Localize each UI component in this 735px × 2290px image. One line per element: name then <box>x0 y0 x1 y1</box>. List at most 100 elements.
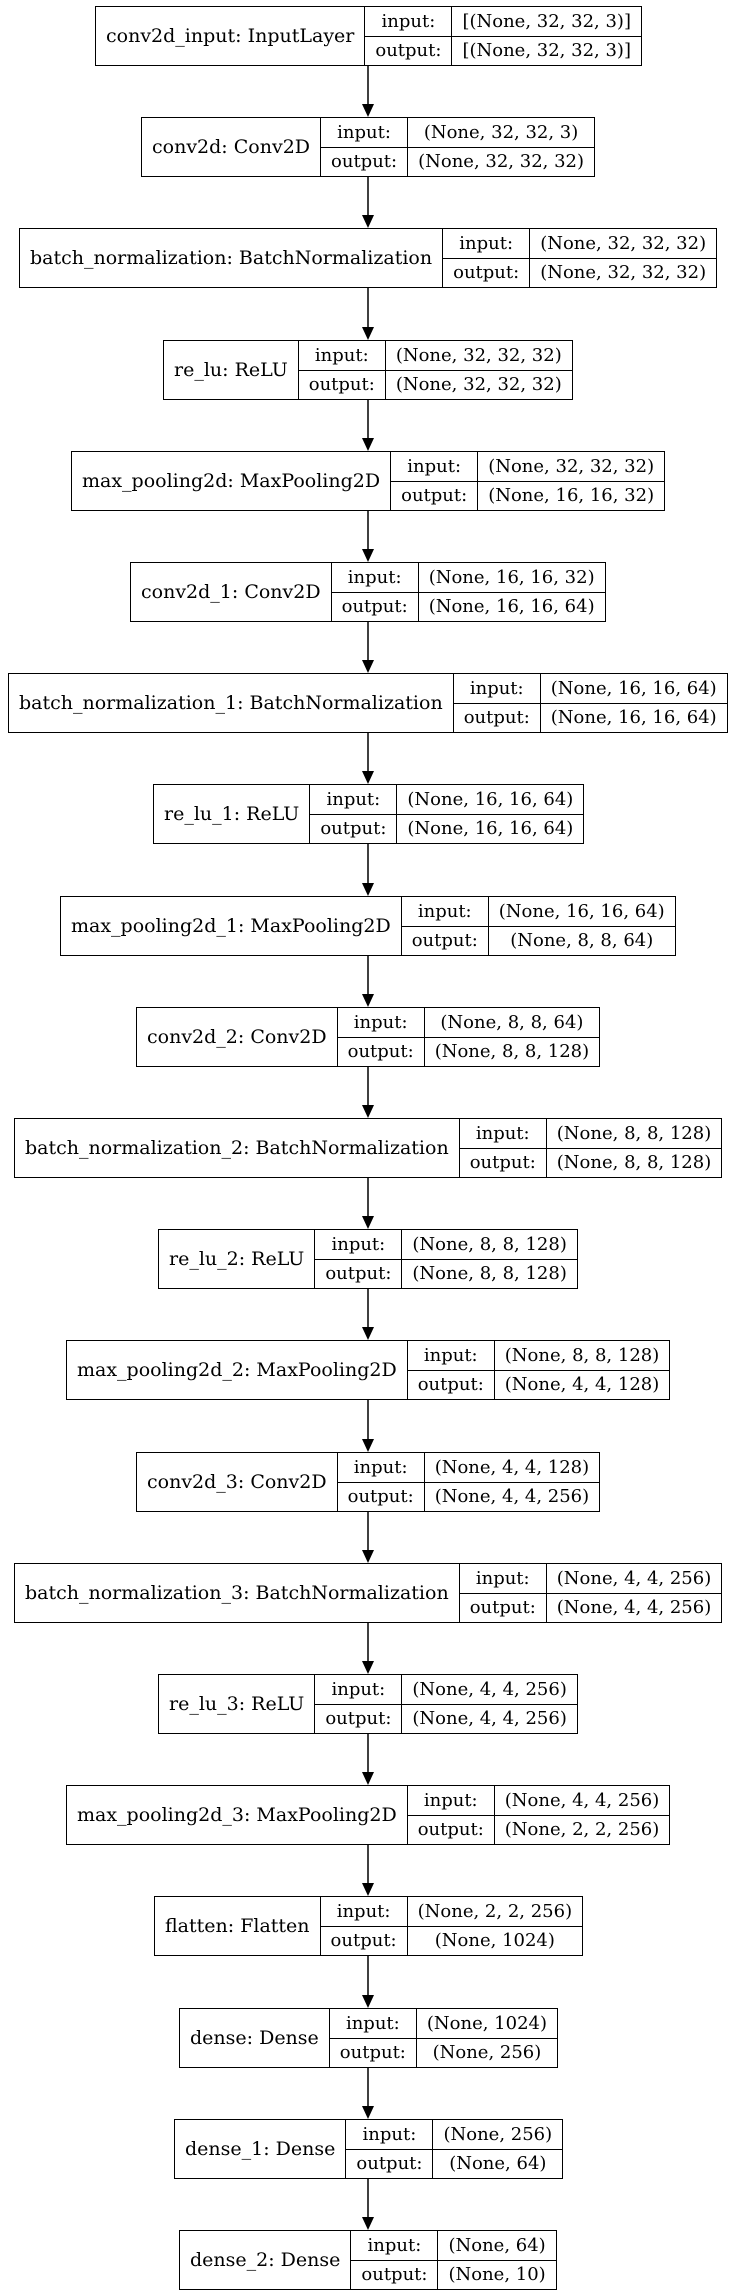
output-shape: (None, 8, 8, 128) <box>412 1263 567 1285</box>
arrow-head-icon <box>362 1105 374 1118</box>
input-label: input: <box>320 1897 407 1927</box>
output-label: output: <box>331 151 398 173</box>
output-shape: (None, 8, 8, 64) <box>510 930 654 952</box>
input-label: input: <box>337 1453 424 1483</box>
io-values: [(None, 32, 32, 3)][(None, 32, 32, 3)] <box>452 7 641 65</box>
input-label: input: <box>315 1230 402 1260</box>
input-label: input: <box>443 229 530 259</box>
layer-name: max_pooling2d_2: MaxPooling2D <box>67 1341 408 1399</box>
input-label: input: <box>365 7 452 37</box>
io-labels: input: output: <box>320 1897 408 1955</box>
output-label: output: <box>330 1930 397 1952</box>
layer-name: conv2d_1: Conv2D <box>131 563 332 621</box>
arrow-head-icon <box>362 438 374 451</box>
io-labels: input:output: <box>331 563 419 621</box>
io-values: (None, 16, 16, 64) (None, 16, 16, 64) <box>397 785 584 843</box>
output-shape: (None, 16, 16, 64) <box>407 818 574 840</box>
input-label: input: <box>391 452 478 482</box>
output-shape: (None, 4, 4, 128) <box>504 1374 660 1396</box>
input-label: input: <box>459 1119 546 1149</box>
layer-name: flatten: Flatten <box>155 1897 321 1955</box>
output-shape: (None, 10) <box>448 2264 546 2286</box>
output-label: output: <box>463 707 530 729</box>
arrow-head-icon <box>362 104 374 117</box>
output-shape: (None, 32, 32, 32) <box>395 374 562 396</box>
io-labels: input: output: <box>315 1230 403 1288</box>
io-labels: input:output: <box>337 1453 425 1511</box>
output-shape: (None, 4, 4, 256) <box>412 1708 567 1730</box>
layer-name: re_lu_1: ReLU <box>154 785 311 843</box>
io-labels: input: output: <box>459 1564 547 1622</box>
layer-node: batch_normalization_3: BatchNormalizatio… <box>14 1563 723 1623</box>
output-shape: (None, 8, 8, 128) <box>434 1041 590 1063</box>
output-shape: (None, 1024) <box>434 1930 555 1952</box>
io-values: (None, 8, 8, 128)(None, 8, 8, 128) <box>546 1119 722 1177</box>
input-shape: (None, 16, 16, 32) <box>418 563 605 593</box>
layer-name: re_lu_3: ReLU <box>159 1675 316 1733</box>
input-label: input: <box>337 1008 424 1038</box>
arrow-head-icon <box>362 660 374 673</box>
input-label: input: <box>346 2120 433 2150</box>
input-label: input: <box>315 1675 402 1705</box>
output-shape: (None, 4, 4, 256) <box>434 1486 590 1508</box>
io-labels: input:output: <box>365 7 453 65</box>
arrow-head-icon <box>362 1216 374 1229</box>
io-values: (None, 64) (None, 10) <box>438 2231 556 2289</box>
input-shape: (None, 64) <box>438 2231 556 2261</box>
io-values: (None, 16, 16, 64)(None, 16, 16, 64) <box>540 674 727 732</box>
io-labels: input:output: <box>443 229 531 287</box>
io-labels: input:output: <box>321 118 409 176</box>
layer-name: dense_2: Dense <box>180 2231 352 2289</box>
io-values: (None, 16, 16, 32)(None, 16, 16, 64) <box>418 563 605 621</box>
input-shape: (None, 4, 4, 256) <box>402 1675 577 1705</box>
arrow-head-icon <box>362 549 374 562</box>
output-label: output: <box>325 1263 392 1285</box>
io-values: (None, 4, 4, 128)(None, 4, 4, 256) <box>424 1453 600 1511</box>
io-labels: input:output: <box>346 2120 434 2178</box>
output-shape: (None, 256) <box>432 2042 542 2064</box>
layer-name: max_pooling2d: MaxPooling2D <box>72 452 392 510</box>
input-shape: (None, 16, 16, 64) <box>488 897 675 927</box>
io-labels: input:output: <box>453 674 541 732</box>
output-label: output: <box>341 596 408 618</box>
input-shape: (None, 2, 2, 256) <box>407 1897 583 1927</box>
output-shape: (None, 2, 2, 256) <box>504 1819 660 1841</box>
io-values: (None, 16, 16, 64) (None, 8, 8, 64) <box>488 897 675 955</box>
io-labels: input:output: <box>337 1008 425 1066</box>
input-label: input: <box>329 2009 416 2039</box>
output-shape: (None, 32, 32, 32) <box>418 151 585 173</box>
io-labels: input: output: <box>459 1119 547 1177</box>
io-labels: input:output: <box>310 785 398 843</box>
io-values: (None, 32, 32, 32) (None, 16, 16, 32) <box>478 452 665 510</box>
output-shape: (None, 16, 16, 32) <box>488 485 655 507</box>
input-shape: (None, 1024) <box>416 2009 558 2039</box>
output-shape: (None, 4, 4, 256) <box>556 1597 712 1619</box>
arrow-head-icon <box>362 2106 374 2119</box>
input-label: input: <box>401 897 488 927</box>
input-shape: (None, 32, 32, 32) <box>478 452 665 482</box>
output-label: output: <box>469 1597 536 1619</box>
input-label: input: <box>459 1564 546 1594</box>
arrow-head-icon <box>362 883 374 896</box>
output-label: output: <box>361 2264 428 2286</box>
output-label: output: <box>469 1152 536 1174</box>
arrow-head-icon <box>362 2217 374 2230</box>
arrow-head-icon <box>362 327 374 340</box>
io-values: (None, 32, 32, 32)(None, 32, 32, 32) <box>530 229 717 287</box>
input-shape: (None, 16, 16, 64) <box>397 785 584 815</box>
layer-name: max_pooling2d_1: MaxPooling2D <box>61 897 402 955</box>
input-shape: [(None, 32, 32, 3)] <box>452 7 641 37</box>
io-labels: input:output: <box>298 341 386 399</box>
output-shape: (None, 16, 16, 64) <box>550 707 717 729</box>
output-shape: (None, 8, 8, 128) <box>556 1152 712 1174</box>
